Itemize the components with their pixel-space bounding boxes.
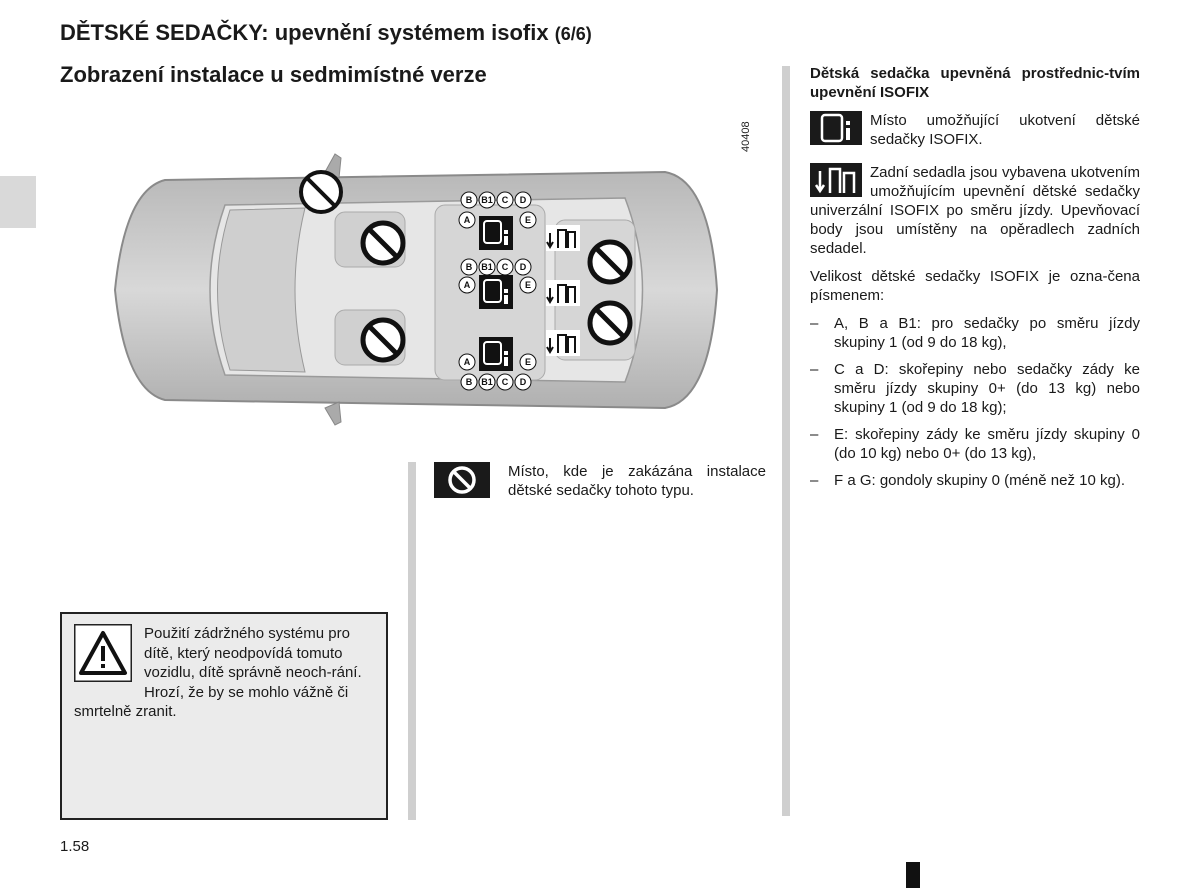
- warning-icon-wrap: [74, 624, 144, 688]
- rear-seat-text: Zadní sedadla jsou vybavena ukotvením um…: [810, 164, 1140, 257]
- column-divider: [408, 462, 416, 820]
- list-dash: –: [810, 361, 819, 378]
- car-seating-diagram: B B1 C D A E B B1 C D A E A E B B1 C D: [113, 153, 719, 426]
- prohibited-icon: [590, 303, 630, 343]
- isofix-text: Místo umožňující ukotvení dětské sedačky…: [870, 112, 1140, 148]
- svg-text:D: D: [520, 262, 527, 272]
- list-item: – E: skořepiny zády ke směru jízdy skupi…: [810, 425, 1140, 463]
- list-item-text: A, B a B1: pro sedačky po směru jízdy sk…: [834, 315, 1140, 351]
- prohibited-icon: [363, 223, 403, 263]
- page-edge-marker: [906, 862, 920, 888]
- list-dash: –: [810, 472, 819, 489]
- isofix-heading: Dětská sedačka upevněná prostřednic-tvím…: [810, 65, 1140, 101]
- svg-text:C: C: [502, 377, 509, 387]
- warning-icon: [74, 624, 132, 682]
- size-paragraph: Velikost dětské sedačky ISOFIX je ozna-č…: [810, 268, 1140, 304]
- svg-text:B: B: [466, 195, 473, 205]
- tether-anchor-icon: [545, 224, 581, 252]
- list-item: – A, B a B1: pro sedačky po směru jízdy …: [810, 314, 1140, 352]
- page-title-text: DĚTSKÉ SEDAČKY: upevnění systémem isofix: [60, 20, 549, 45]
- rear-seat-paragraph: Zadní sedadla jsou vybavena ukotvením um…: [810, 163, 1140, 258]
- prohibited-icon: [363, 320, 403, 360]
- svg-text:D: D: [520, 195, 527, 205]
- list-item: – C a D: skořepiny nebo sedačky zády ke …: [810, 360, 1140, 417]
- list-item-text: C a D: skořepiny nebo sedačky zády ke sm…: [834, 361, 1140, 416]
- column-divider: [782, 66, 790, 816]
- svg-text:E: E: [525, 215, 531, 225]
- tether-anchor-icon: [545, 329, 581, 357]
- isofix-seat-icon: [810, 111, 862, 145]
- isofix-paragraph: Místo umožňující ukotvení dětské sedačky…: [810, 111, 1140, 149]
- seat-letter-row: B B1 C D: [460, 373, 532, 391]
- tether-anchor-icon: [810, 163, 862, 197]
- prohibited-legend-text: Místo, kde je zakázána instalace dětské …: [508, 463, 766, 499]
- svg-text:B1: B1: [481, 377, 493, 387]
- isofix-icon: [478, 274, 514, 310]
- warning-box: Použití zádržného systému pro dítě, kter…: [60, 612, 388, 820]
- warning-text: Použití zádržného systému pro dítě, kter…: [74, 625, 362, 720]
- warning-body: Použití zádržného systému pro dítě, kter…: [74, 624, 376, 722]
- tether-anchor-icon: [545, 279, 581, 307]
- svg-text:B: B: [466, 262, 473, 272]
- seat-letter-row: B B1 C D: [460, 191, 532, 209]
- section-subtitle: Zobrazení instalace u sedmimístné verze: [60, 62, 487, 87]
- svg-text:B: B: [466, 377, 473, 387]
- list-dash: –: [810, 426, 819, 443]
- list-item-text: F a G: gondoly skupiny 0 (méně než 10 kg…: [834, 472, 1125, 489]
- svg-text:E: E: [525, 357, 531, 367]
- seat-letter-row: B B1 C D: [460, 258, 532, 276]
- list-dash: –: [810, 315, 819, 332]
- page-title-part: (6/6): [554, 24, 592, 44]
- list-item: – F a G: gondoly skupiny 0 (méně než 10 …: [810, 471, 1140, 490]
- isofix-icon: [478, 336, 514, 372]
- page-title: DĚTSKÉ SEDAČKY: upevnění systémem isofix…: [60, 20, 592, 46]
- svg-text:E: E: [525, 280, 531, 290]
- svg-text:C: C: [502, 195, 509, 205]
- chapter-tab: [0, 176, 36, 228]
- svg-text:A: A: [464, 280, 471, 290]
- svg-text:B1: B1: [481, 262, 493, 272]
- right-column: Dětská sedačka upevněná prostřednic-tvím…: [810, 64, 1140, 498]
- svg-text:C: C: [502, 262, 509, 272]
- isofix-icon: [478, 215, 514, 251]
- page-number: 1.58: [60, 838, 90, 855]
- svg-text:D: D: [520, 377, 527, 387]
- svg-text:A: A: [464, 215, 471, 225]
- list-item-text: E: skořepiny zády ke směru jízdy skupiny…: [834, 426, 1140, 462]
- prohibited-icon: [590, 242, 630, 282]
- prohibited-legend-icon: [434, 462, 490, 498]
- figure-id: 40408: [740, 121, 752, 152]
- svg-text:B1: B1: [481, 195, 493, 205]
- svg-text:A: A: [464, 357, 471, 367]
